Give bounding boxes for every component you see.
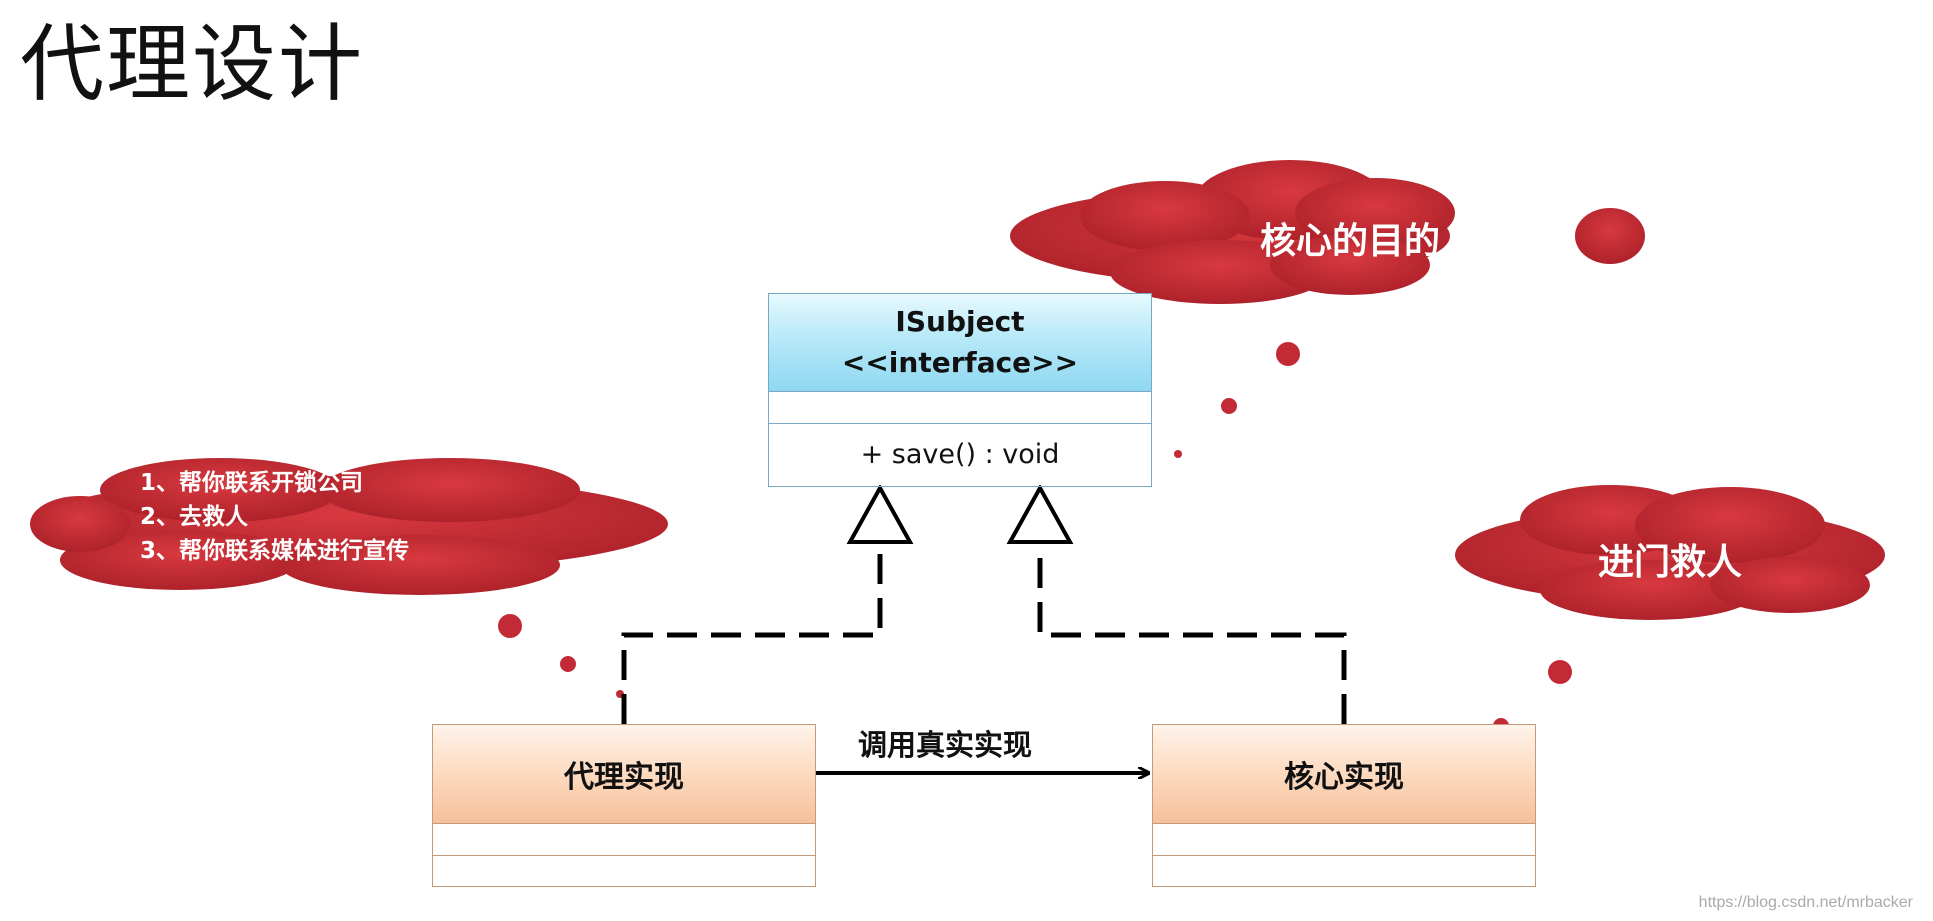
interface-methods: + save() : void <box>769 423 1151 485</box>
realization-line-core <box>1037 542 1347 724</box>
realization-arrowhead-core <box>1006 483 1074 544</box>
proxy-class-methods <box>433 855 815 886</box>
cloud-proxy-duties <box>30 458 668 595</box>
call-arrow-label: 调用真实实现 <box>858 728 1033 762</box>
proxy-class-name: 代理实现 <box>564 760 684 795</box>
page-title: 代理设计 <box>20 15 365 113</box>
cloud-core-purpose <box>1010 160 1645 304</box>
interface-class-box: ISubject <<interface>> + save() : void <box>768 293 1152 487</box>
cloud-rescue <box>1455 485 1885 620</box>
realization-line-proxy <box>621 542 883 724</box>
interface-method-save: + save() : void <box>860 439 1060 470</box>
proxy-class-box: 代理实现 <box>432 724 816 887</box>
interface-stereotype: <<interface>> <box>841 345 1079 379</box>
core-class-box: 核心实现 <box>1152 724 1536 887</box>
watermark: https://blog.csdn.net/mrbacker <box>1698 894 1913 911</box>
proxy-class-header: 代理实现 <box>433 725 815 823</box>
cloud-core-purpose-tail <box>1174 342 1300 458</box>
realization-arrowhead-proxy <box>846 483 914 544</box>
callout-proxy-duties-list: 1、帮你联系开锁公司 2、去救人 3、帮你联系媒体进行宣传 <box>140 466 409 568</box>
proxy-class-attributes <box>433 823 815 855</box>
callout-core-purpose: 核心的目的 <box>1259 221 1440 262</box>
cloud-proxy-duties-tail <box>498 614 624 698</box>
interface-name: ISubject <box>895 304 1025 338</box>
core-class-methods <box>1153 855 1535 886</box>
interface-header: ISubject <<interface>> <box>769 294 1151 391</box>
proxy-duty-item: 1、帮你联系开锁公司 <box>140 470 364 496</box>
interface-attributes <box>769 391 1151 423</box>
proxy-duty-item: 3、帮你联系媒体进行宣传 <box>140 538 410 564</box>
proxy-duty-item: 2、去救人 <box>140 504 249 530</box>
core-class-header: 核心实现 <box>1153 725 1535 823</box>
callout-rescue: 进门救人 <box>1597 542 1742 583</box>
core-class-attributes <box>1153 823 1535 855</box>
core-class-name: 核心实现 <box>1284 760 1404 795</box>
